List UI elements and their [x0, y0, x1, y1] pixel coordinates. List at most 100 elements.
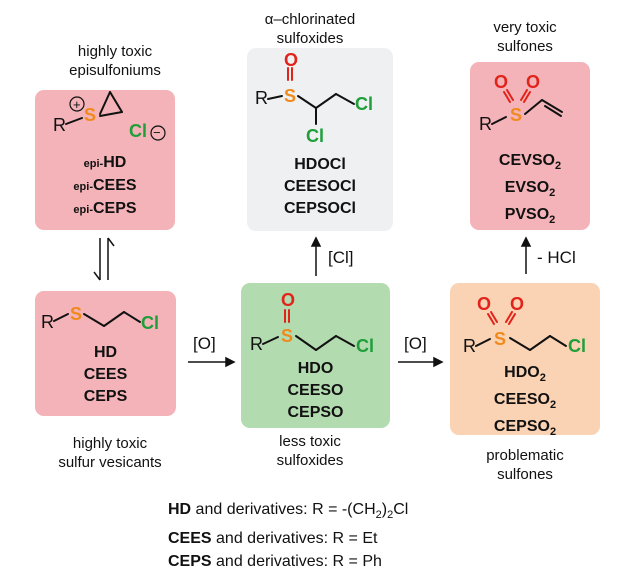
bond — [549, 335, 567, 347]
atom-sulfur: S — [494, 329, 506, 349]
atom-r: R — [463, 336, 476, 356]
arrowhead — [310, 236, 322, 247]
caption-line: sulfoxides — [276, 30, 344, 47]
legend-text: ) — [381, 501, 388, 518]
atom-oxygen: O — [526, 72, 540, 92]
harpoon-head — [107, 237, 115, 247]
legend-text: and derivatives: R = Ph — [211, 553, 382, 571]
bond — [529, 335, 551, 351]
bond — [335, 335, 355, 347]
caption-sulfur-vesicants: highly toxic sulfur vesicants — [30, 434, 190, 472]
episulfonium-names: epi-HD epi-CEES epi-CEPS — [35, 152, 175, 221]
legend-line: CEES and derivatives: R = Et — [168, 527, 408, 550]
double-bond — [520, 89, 528, 101]
legend-text: Cl — [393, 501, 409, 518]
atom-chlorine: Cl — [129, 121, 147, 141]
bond — [83, 313, 105, 327]
legend-bold: CEPS — [168, 553, 212, 571]
name-prefix: epi- — [83, 158, 104, 170]
compound-name: CEPSOCl — [283, 200, 356, 217]
atom-chlorine: Cl — [306, 126, 324, 146]
name-prefix: epi- — [73, 204, 93, 216]
bond — [267, 95, 283, 100]
legend-bold: HD — [168, 501, 192, 518]
bond — [103, 311, 125, 327]
legend-text: and derivatives: R = Et — [211, 530, 378, 548]
bond — [123, 311, 141, 323]
atom-chlorine: Cl — [568, 336, 586, 356]
caption-very-toxic-sulfones: very toxic sulfones — [460, 18, 590, 56]
compound-name: CEPSO2 — [450, 416, 600, 443]
bond — [262, 336, 279, 345]
caption-chlorinated-sulfoxides: α–chlorinated sulfoxides — [235, 10, 385, 48]
atom-sulfur: S — [70, 304, 82, 324]
bond — [544, 105, 562, 117]
name-base: HD — [103, 154, 127, 171]
sulfoxide-names: HDO CEESO CEPSO — [241, 358, 390, 424]
compound-name: HDOCl — [294, 156, 346, 173]
chlorinated-sulfoxide-names: HDOCl CEESOCl CEPSOCl — [247, 154, 393, 220]
name-base: CEVSO — [498, 152, 555, 169]
bond — [295, 335, 317, 351]
compound-name: epi-CEPS — [35, 198, 175, 221]
bond — [524, 99, 543, 115]
name-base: PVSO — [504, 206, 550, 224]
compound-name: HDO — [297, 360, 334, 377]
atom-oxygen: O — [510, 294, 524, 314]
bond — [541, 99, 563, 113]
caption-line: sulfoxides — [276, 452, 344, 469]
chlorinated-sulfoxide-box — [247, 48, 393, 231]
atom-r: R — [479, 114, 492, 134]
atom-chlorine: Cl — [355, 94, 373, 114]
caption-line: sulfur vesicants — [58, 454, 162, 471]
arrow-label-chlorination: [Cl] — [328, 248, 354, 267]
atom-sulfur: S — [281, 326, 293, 346]
bond — [491, 116, 507, 125]
legend-line: HD and derivatives: R = -(CH2)2Cl — [168, 498, 408, 527]
atom-sulfur: S — [510, 105, 522, 125]
name-subscript: 2 — [539, 372, 546, 385]
episulfonium-box — [35, 90, 175, 230]
bond — [109, 91, 123, 113]
compound-name: CEVSO2 — [470, 150, 590, 177]
atom-chlorine: Cl — [356, 336, 374, 356]
double-bond — [523, 91, 531, 103]
name-subscript: 2 — [549, 187, 556, 200]
compound-name: CEESOCl — [283, 178, 356, 195]
caption-line: α–chlorinated — [264, 11, 356, 28]
compound-name: CEPS — [83, 388, 128, 405]
caption-line: highly toxic — [72, 435, 148, 452]
name-subscript: 2 — [549, 214, 556, 227]
vinyl-sulfone-box — [470, 62, 590, 230]
name-base: HDO — [504, 364, 540, 381]
atom-oxygen: O — [494, 72, 508, 92]
vesicant-box — [35, 291, 176, 416]
compound-name: epi-HD — [35, 152, 175, 175]
atom-sulfur: S — [284, 86, 296, 106]
minus-charge-circle — [150, 125, 166, 141]
compound-name: HD — [93, 344, 118, 361]
name-subscript: 2 — [554, 160, 562, 173]
compound-name: PVSO2 — [470, 204, 590, 231]
legend-bold: CEES — [168, 530, 212, 548]
name-base: CEES — [92, 177, 137, 194]
atom-oxygen: O — [281, 290, 295, 310]
harpoon-head — [93, 271, 101, 281]
double-bond — [508, 313, 516, 325]
caption-line: very toxic — [493, 19, 557, 36]
atom-r: R — [53, 115, 66, 135]
name-base: CEPS — [92, 200, 137, 217]
compound-name: CEPSO — [287, 404, 344, 421]
bond — [65, 117, 83, 125]
charge-plus: + — [73, 97, 81, 112]
caption-line: episulfoniums — [69, 62, 161, 79]
caption-episulfoniums: highly toxic episulfoniums — [40, 42, 190, 80]
atom-sulfur: S — [84, 105, 96, 125]
bond — [335, 93, 355, 105]
bond — [315, 93, 337, 109]
vinyl-sulfone-names: CEVSO2 EVSO2 PVSO2 — [470, 150, 590, 232]
charge-minus: − — [153, 125, 161, 140]
compound-name: CEES — [83, 366, 128, 383]
caption-line: sulfones — [497, 466, 553, 483]
